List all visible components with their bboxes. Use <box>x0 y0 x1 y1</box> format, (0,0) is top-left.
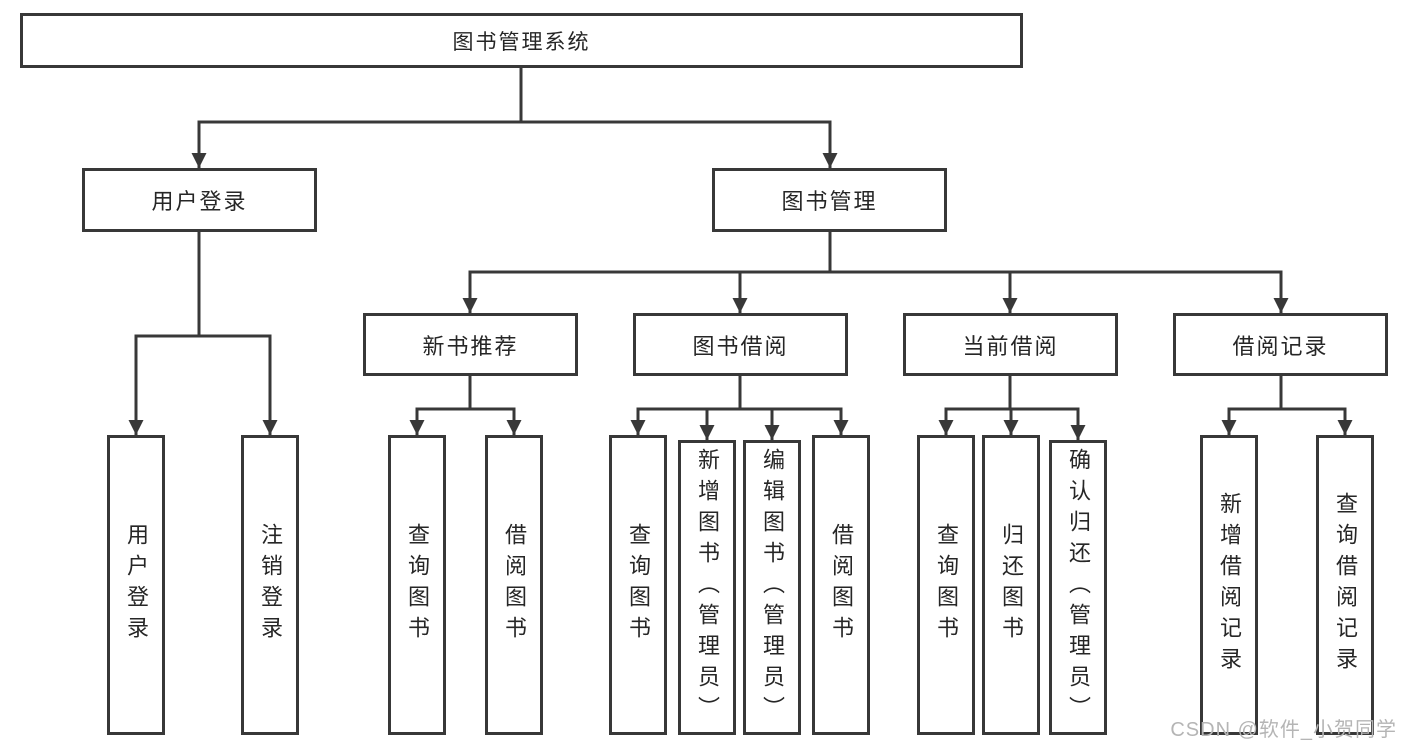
leaf-label: 新增图书（管理员） <box>695 448 720 727</box>
leaf-edit-book-admin: 编辑图书（管理员） <box>743 440 801 735</box>
leaf-query-books-borrowing: 查询图书 <box>609 435 667 735</box>
leaf-label: 查询图书 <box>626 523 651 647</box>
leaf-confirm-return-admin: 确认归还（管理员） <box>1049 440 1107 735</box>
node-current-borrowing: 当前借阅 <box>903 313 1118 376</box>
leaf-query-books-current: 查询图书 <box>917 435 975 735</box>
leaf-query-borrow-record: 查询借阅记录 <box>1316 435 1374 735</box>
leaf-label: 查询图书 <box>934 523 959 647</box>
leaf-query-books-recommend: 查询图书 <box>388 435 446 735</box>
node-user-login: 用户登录 <box>82 168 317 232</box>
node-new-book-recommendation: 新书推荐 <box>363 313 578 376</box>
leaf-label: 借阅图书 <box>502 523 527 647</box>
leaf-label: 用户登录 <box>124 523 149 647</box>
leaf-borrow-books-borrowing: 借阅图书 <box>812 435 870 735</box>
leaf-label: 查询借阅记录 <box>1333 492 1358 678</box>
leaf-add-book-admin: 新增图书（管理员） <box>678 440 736 735</box>
leaf-label: 确认归还（管理员） <box>1066 448 1091 727</box>
node-library-management-system: 图书管理系统 <box>20 13 1023 68</box>
leaf-label: 编辑图书（管理员） <box>760 448 785 727</box>
leaf-user-login: 用户登录 <box>107 435 165 735</box>
node-book-management: 图书管理 <box>712 168 947 232</box>
leaf-label: 注销登录 <box>258 523 283 647</box>
csdn-watermark: CSDN @软件_小贺同学 <box>1170 719 1397 741</box>
node-book-borrowing: 图书借阅 <box>633 313 848 376</box>
leaf-label: 新增借阅记录 <box>1217 492 1242 678</box>
leaf-return-books: 归还图书 <box>982 435 1040 735</box>
leaf-logout: 注销登录 <box>241 435 299 735</box>
leaf-label: 归还图书 <box>999 523 1024 647</box>
leaf-label: 查询图书 <box>405 523 430 647</box>
leaf-borrow-books-recommend: 借阅图书 <box>485 435 543 735</box>
node-borrowing-records: 借阅记录 <box>1173 313 1388 376</box>
leaf-add-borrow-record: 新增借阅记录 <box>1200 435 1258 735</box>
leaf-label: 借阅图书 <box>829 523 854 647</box>
